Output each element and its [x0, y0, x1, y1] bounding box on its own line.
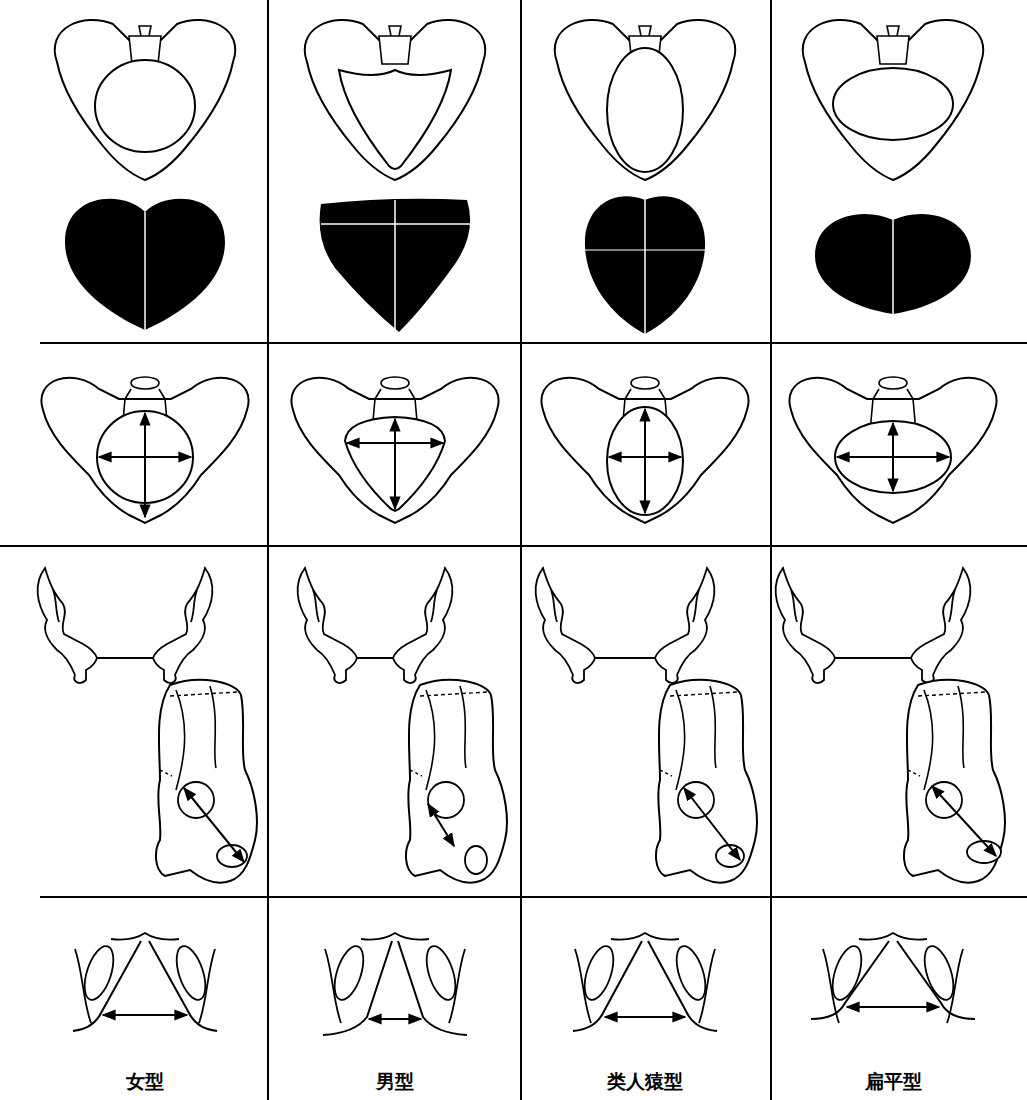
gynecoid-front-view [41, 377, 248, 523]
gynecoid-inlet-silhouette [65, 199, 225, 330]
android-notch-view [298, 568, 453, 683]
platypelloid-top-view [803, 20, 984, 180]
anthropoid-lateral-view [656, 680, 757, 883]
android-subpubic-arch [323, 933, 467, 1035]
type-label: 类人猿型 [604, 1069, 686, 1095]
platypelloid-lateral-view [904, 680, 1005, 883]
android-inlet-silhouette [320, 199, 471, 332]
anthropoid-top-view [555, 20, 736, 180]
gynecoid-notch-view [38, 568, 213, 683]
android-front-view [291, 377, 498, 523]
type-label: 扁平型 [862, 1069, 925, 1095]
anthropoid-front-view [541, 377, 748, 523]
android-top-view [305, 20, 486, 180]
platypelloid-front-view [789, 377, 996, 523]
android-lateral-view [406, 680, 507, 883]
gynecoid-subpubic-arch [73, 933, 217, 1031]
platypelloid-inlet-silhouette [815, 214, 971, 314]
platypelloid-notch-view [776, 568, 971, 683]
type-label: 男型 [373, 1069, 417, 1095]
anthropoid-notch-view [536, 568, 715, 683]
gynecoid-lateral-view [156, 680, 257, 883]
anthropoid-subpubic-arch [573, 933, 717, 1031]
gynecoid-top-view [55, 20, 236, 180]
platypelloid-subpubic-arch [811, 933, 975, 1023]
type-label: 女型 [123, 1069, 167, 1095]
anthropoid-inlet-silhouette [585, 196, 705, 334]
